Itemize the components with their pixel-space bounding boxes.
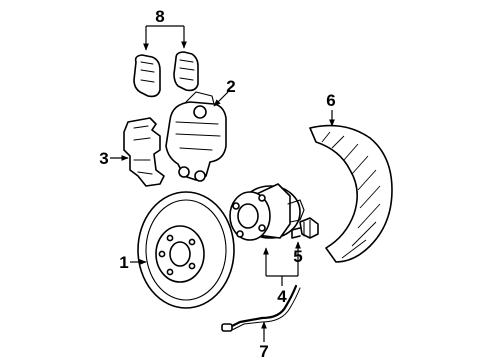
callout-5: 5	[293, 247, 302, 266]
callout-8-leaders	[143, 25, 187, 51]
brake-pads	[133, 51, 199, 98]
callout-2-leader	[213, 91, 229, 107]
hub-bolt	[291, 217, 319, 239]
caliper-bracket	[123, 117, 165, 187]
splash-shield	[309, 124, 393, 263]
callout-4: 4	[277, 287, 287, 306]
brake-caliper	[165, 91, 227, 182]
callout-6: 6	[326, 91, 335, 110]
callout-2: 2	[226, 77, 235, 96]
callouts-4-5-leaders	[263, 241, 301, 286]
callout-8: 8	[155, 7, 164, 26]
callout-3: 3	[99, 149, 108, 168]
brake-rotor	[137, 191, 235, 309]
abs-sensor-wire	[221, 284, 301, 332]
hub-bearing	[229, 183, 305, 241]
callout-7: 7	[259, 342, 268, 360]
callout-1: 1	[119, 253, 128, 272]
